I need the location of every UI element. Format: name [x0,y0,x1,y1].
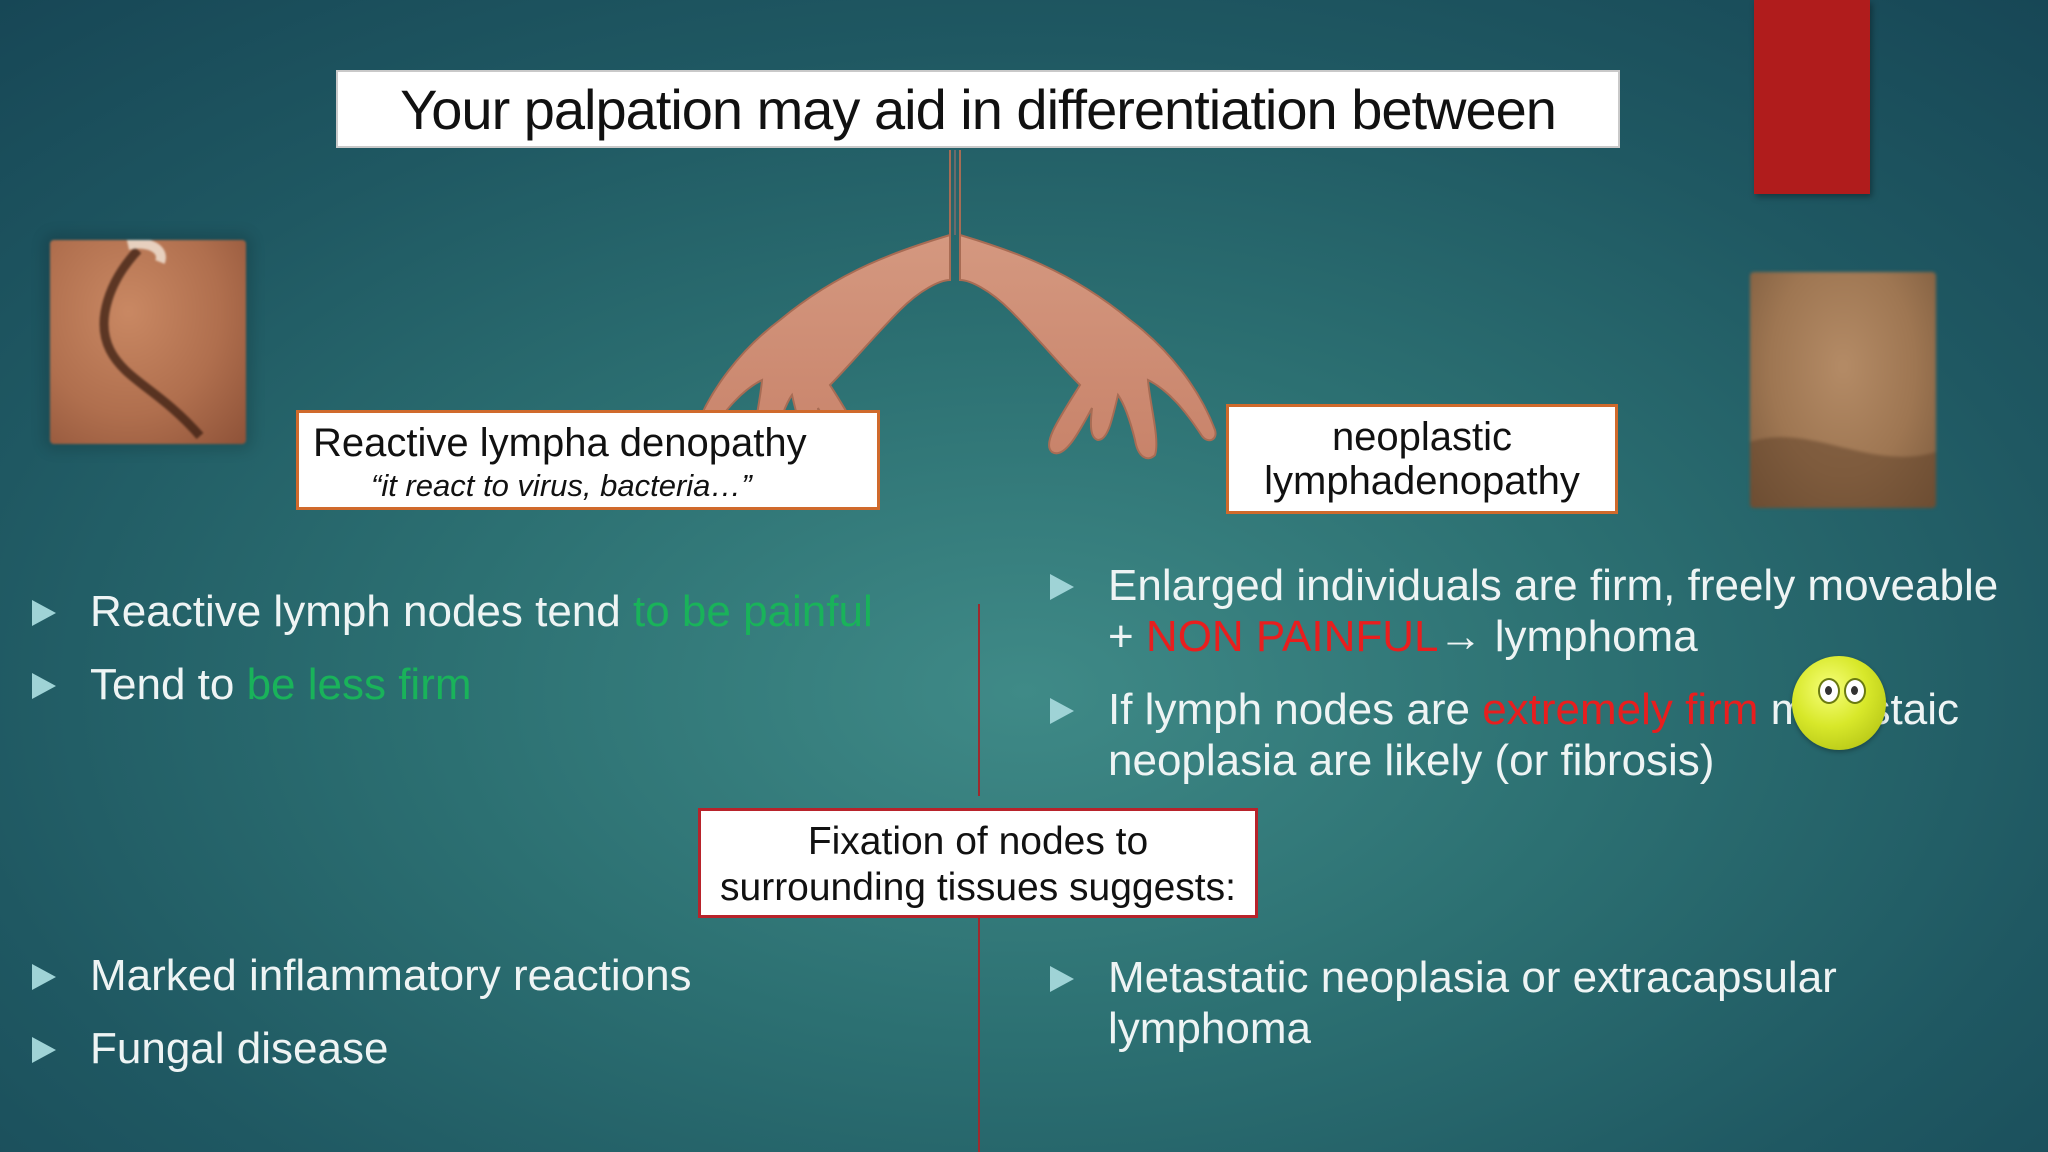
fixation-box: Fixation of nodes to surrounding tissues… [698,808,1258,918]
neoplastic-label-line2: lymphadenopathy [1264,459,1580,503]
neoplastic-label-line1: neoplastic [1331,415,1513,459]
list-item: Reactive lymph nodes tend to be painful [32,586,932,637]
list-item: Enlarged individuals are firm, freely mo… [1050,560,2010,662]
neoplastic-lymphadenopathy-label: neoplastic lymphadenopathy [1226,404,1618,514]
slide-title: Your palpation may aid in differentiatio… [400,77,1557,141]
skin-closeup-image-left [50,240,246,444]
slide-title-box: Your palpation may aid in differentiatio… [336,70,1620,148]
fixation-line1: Fixation of nodes to [807,820,1149,863]
list-item: Tend to be less firm [32,659,932,710]
skin-texture-image-right [1750,272,1936,508]
list-item: Fungal disease [32,1023,932,1074]
worried-face-emoji-icon [1792,656,1886,750]
center-divider-bottom [978,918,980,1152]
list-item: Marked inflammatory reactions [32,950,932,1001]
reactive-bullet-list: Reactive lymph nodes tend to be painful … [32,586,932,732]
fixation-line2: surrounding tissues suggests: [720,866,1236,909]
red-accent-bar [1754,0,1870,194]
reactive-lymphadenopathy-label: Reactive lympha denopathy “it react to v… [296,410,880,510]
reactive-label-subtitle: “it react to virus, bacteria…” [371,468,752,503]
list-item: Metastatic neoplasia or extracapsular ly… [1050,952,2010,1054]
fixation-neoplastic-bullet-list: Metastatic neoplasia or extracapsular ly… [1050,952,2010,1076]
reactive-label-title: Reactive lympha denopathy [313,421,807,465]
center-divider-top [978,604,980,796]
fixation-reactive-bullet-list: Marked inflammatory reactions Fungal dis… [32,950,932,1096]
